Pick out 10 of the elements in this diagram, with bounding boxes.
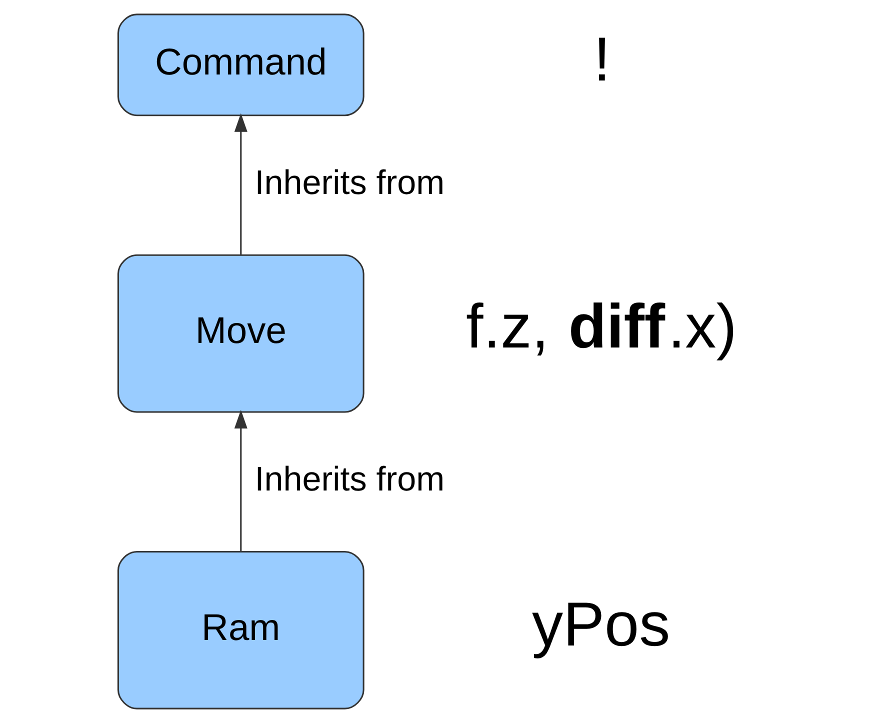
arrow xyxy=(234,113,247,254)
node-box: Ram xyxy=(116,550,364,710)
label: f.z, diff.x) xyxy=(466,292,736,362)
arrow xyxy=(234,410,247,552)
label: ! xyxy=(592,25,610,94)
node-box: Move xyxy=(116,254,364,413)
edge-label: Inherits from xyxy=(254,164,444,202)
edge-label: Inherits from xyxy=(254,460,444,499)
node-box: Command xyxy=(116,14,364,116)
label: yPos xyxy=(532,590,670,660)
